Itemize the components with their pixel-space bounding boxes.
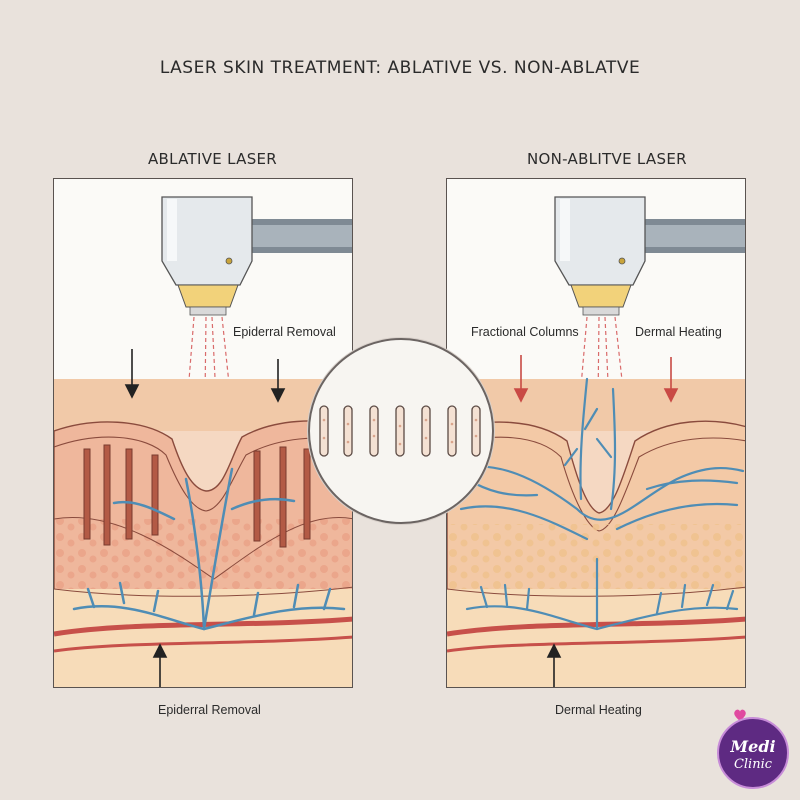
- non-ablative-skin-illustration: [447, 196, 745, 687]
- ablative-heading: ABLATIVE LASER: [148, 150, 278, 168]
- blood-vessels: [72, 467, 346, 631]
- laser-handpiece: [161, 196, 352, 316]
- dermal-heating-label: Dermal Heating: [635, 325, 722, 339]
- ablative-skin-illustration: [54, 196, 352, 687]
- laser-handpiece: [554, 196, 745, 316]
- caption-arrow: [546, 643, 562, 687]
- logo-line-2: Clinic: [733, 757, 773, 772]
- magnifier-inset: [308, 338, 494, 524]
- marker-arrows: [513, 355, 679, 403]
- epidermal-removal-label: Epiderral Removal: [233, 325, 336, 339]
- microscopic-columns: [319, 405, 481, 457]
- ablative-caption: Epiderral Removal: [158, 703, 261, 717]
- ablated-columns: [83, 444, 311, 548]
- fractional-columns-label: Fractional Columns: [471, 325, 579, 339]
- non-ablative-heading: NON-ABLITVE LASER: [527, 150, 687, 168]
- main-title: LASER SKIN TREATMENT: ABLATIVE VS. NON-A…: [159, 58, 641, 78]
- non-ablative-panel: Fractional Columns Dermal Heating: [446, 178, 746, 688]
- marker-arrows: [124, 349, 286, 687]
- non-ablative-caption: Dermal Heating: [555, 703, 642, 717]
- ablative-panel: Epiderral Removal: [53, 178, 353, 688]
- heated-vessels: [455, 377, 745, 631]
- medi-clinic-logo: Medi Clinic: [717, 717, 789, 789]
- logo-line-1: Medi: [730, 737, 776, 756]
